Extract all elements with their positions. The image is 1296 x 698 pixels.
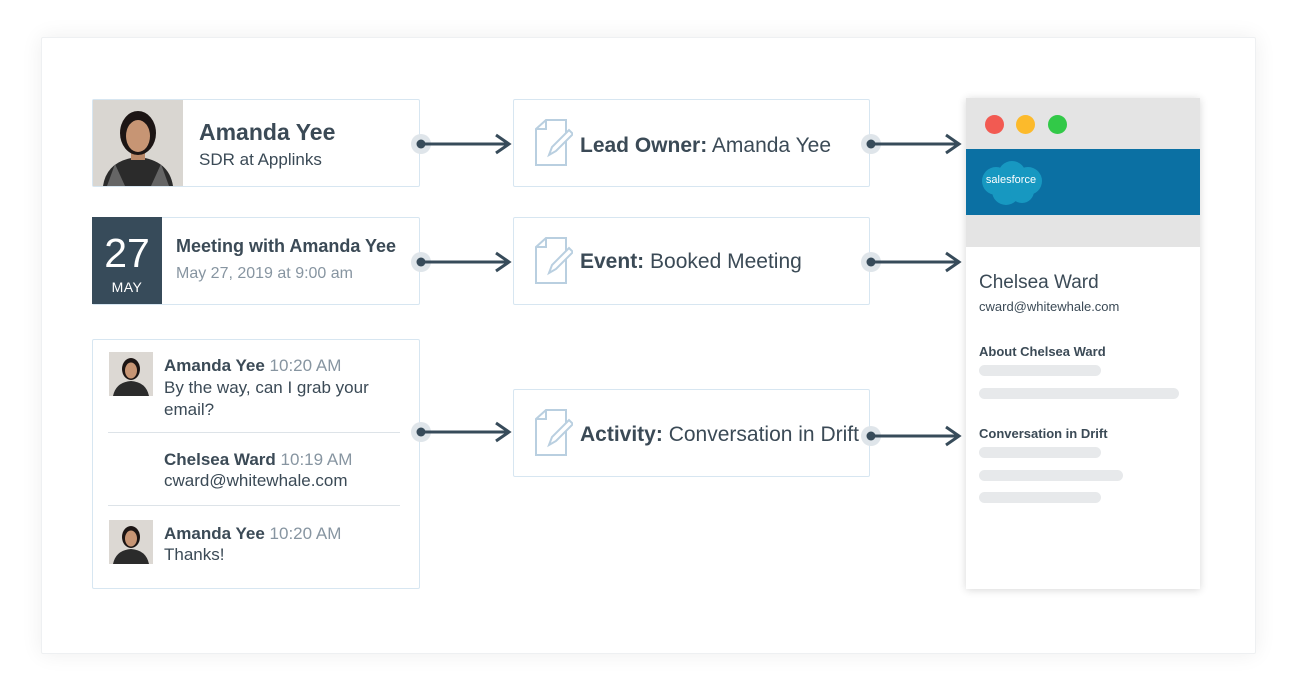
contact-name: Chelsea Ward	[979, 272, 1099, 293]
arrow-profile-to-lead-owner	[411, 133, 512, 155]
section-conversation-title: Conversation in Drift	[979, 426, 1108, 441]
chat-divider	[108, 505, 400, 506]
arrow-chat-to-activity	[411, 421, 512, 443]
placeholder-line	[979, 447, 1101, 458]
contact-email: cward@whitewhale.com	[979, 299, 1120, 314]
avatar	[109, 520, 153, 564]
field-value: Amanda Yee	[711, 134, 831, 157]
crm-subheader	[966, 215, 1200, 247]
chat-message-text: email?	[164, 400, 215, 419]
close-dot-icon[interactable]	[985, 115, 1004, 134]
field-card-event	[513, 217, 870, 305]
chat-sender: Chelsea Ward	[164, 450, 276, 469]
salesforce-cloud-icon	[982, 161, 1042, 205]
meeting-datetime: May 27, 2019 at 9:00 am	[176, 265, 353, 282]
chat-message-text: cward@whitewhale.com	[164, 471, 348, 490]
field-event: Event: Booked Meeting	[580, 250, 802, 274]
chat-message-text: By the way, can I grab your	[164, 378, 369, 397]
chat-message-header: Amanda Yee 10:20 AM	[164, 524, 341, 544]
field-value: Booked Meeting	[650, 250, 802, 273]
arrow-meeting-to-event	[411, 251, 512, 273]
meeting-title: Meeting with Amanda Yee	[176, 236, 397, 256]
document-edit-icon	[535, 237, 573, 284]
field-label: Activity:	[580, 423, 663, 446]
chat-divider	[108, 432, 400, 433]
placeholder-line	[979, 470, 1123, 481]
chat-sender: Amanda Yee	[164, 356, 265, 375]
document-edit-icon	[535, 119, 573, 166]
crm-window: salesforce Chelsea Ward cward@whitewhale…	[966, 98, 1200, 589]
calendar-icon: 27 MAY	[92, 217, 162, 304]
field-activity: Activity: Conversation in Drift	[580, 423, 859, 447]
chat-time: 10:20 AM	[269, 356, 342, 375]
field-lead-owner: Lead Owner: Amanda Yee	[580, 134, 831, 158]
calendar-day: 27	[104, 230, 150, 276]
chat-message-header: Amanda Yee 10:20 AM	[164, 356, 341, 376]
window-titlebar	[966, 98, 1200, 149]
chat-time: 10:20 AM	[269, 524, 342, 543]
arrow-event-to-crm	[861, 251, 962, 273]
maximize-dot-icon[interactable]	[1048, 115, 1067, 134]
field-card-activity	[513, 389, 870, 477]
chat-message-text: Thanks!	[164, 545, 225, 564]
placeholder-line	[979, 365, 1101, 376]
section-about-title: About Chelsea Ward	[979, 344, 1106, 359]
chat-message-header: Chelsea Ward 10:19 AM	[164, 450, 352, 470]
placeholder-line	[979, 388, 1179, 399]
chat-time: 10:19 AM	[280, 450, 353, 469]
arrow-lead-owner-to-crm	[861, 133, 962, 155]
salesforce-header: salesforce	[966, 149, 1200, 215]
minimize-dot-icon[interactable]	[1016, 115, 1035, 134]
avatar	[109, 352, 153, 396]
salesforce-logo-text: salesforce	[985, 174, 1037, 186]
field-label: Lead Owner:	[580, 134, 708, 157]
profile-name: Amanda Yee	[199, 119, 336, 145]
placeholder-line	[979, 492, 1101, 503]
chat-sender: Amanda Yee	[164, 524, 265, 543]
profile-card: Amanda Yee SDR at Applinks	[92, 99, 420, 187]
avatar	[93, 100, 183, 186]
arrow-activity-to-crm	[861, 425, 962, 447]
field-card-lead-owner	[513, 99, 870, 187]
document-edit-icon	[535, 409, 573, 456]
profile-role: SDR at Applinks	[199, 150, 322, 169]
calendar-month: MAY	[111, 279, 143, 295]
field-label: Event:	[580, 250, 645, 273]
field-value: Conversation in Drift	[668, 423, 859, 446]
